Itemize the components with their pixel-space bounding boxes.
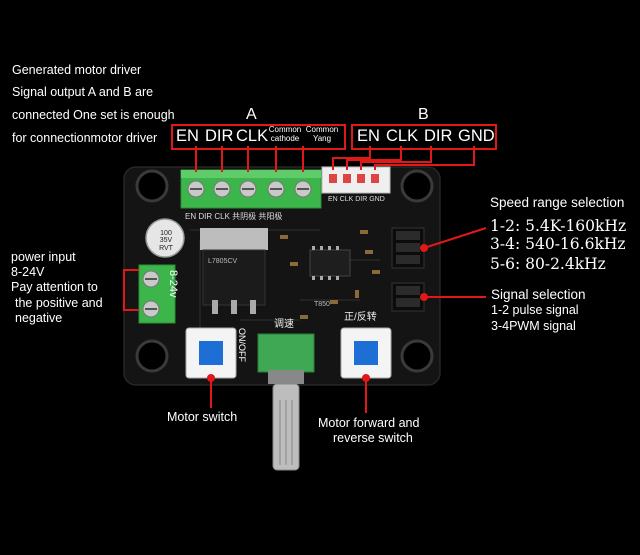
connector-b <box>321 166 391 194</box>
group-a-common-cathode: Common cathode <box>268 125 302 143</box>
fwd-rev-switch-button[interactable] <box>340 327 392 379</box>
group-b-pin-gnd: GND <box>458 127 495 145</box>
silk-b: EN CLK DIR GND <box>328 196 385 203</box>
terminal-block-a <box>180 169 322 209</box>
power-terminal <box>138 264 176 324</box>
group-b-letter: B <box>418 106 429 123</box>
power-line-1: power input <box>11 250 76 264</box>
group-a-letter: A <box>246 106 257 123</box>
signal-option-1: 1-2 pulse signal <box>491 303 579 317</box>
group-a-common-yang: Common Yang <box>305 125 339 143</box>
speed-range-1: 1-2: 5.4K-160kHz <box>490 217 627 235</box>
fwd-rev-silk: 正/反转 <box>344 312 377 323</box>
group-a-box <box>171 124 346 150</box>
group-a-pin-dir: DIR <box>205 127 234 145</box>
speed-range-2: 3-4: 540-16.6kHz <box>490 235 626 253</box>
regulator-label: L7805CV <box>208 258 238 265</box>
signal-jumper-header <box>391 282 425 312</box>
power-line-4: the positive and <box>15 296 103 310</box>
note-line-1: Generated motor driver <box>12 63 142 77</box>
speed-range-3: 5-6: 80-2.4kHz <box>490 255 606 273</box>
fwd-rev-label-1: Motor forward and <box>318 416 420 430</box>
power-line-2: 8-24V <box>11 265 45 279</box>
smd-parts <box>280 230 380 319</box>
voltage-regulator <box>200 228 268 314</box>
group-b-box <box>351 124 497 150</box>
fwd-rev-label-2: reverse switch <box>333 431 413 445</box>
signal-option-2: 3-4PWM signal <box>491 319 576 333</box>
speed-jumper-header <box>391 227 425 269</box>
group-b-pin-dir: DIR <box>424 127 453 145</box>
mount-hole-tl <box>135 169 169 203</box>
ic-chip <box>309 246 351 280</box>
group-a-pin-clk: CLK <box>236 127 269 145</box>
mount-hole-bl <box>135 339 169 373</box>
signal-title: Signal selection <box>491 287 586 302</box>
silk-a: EN DIR CLK 共阴极 共阳极 <box>185 212 283 221</box>
mount-hole-tr <box>400 169 434 203</box>
mount-hole-br <box>400 339 434 373</box>
power-line-3: Pay attention to <box>11 280 98 294</box>
power-line-5: negative <box>15 311 63 325</box>
speed-adj-silk: 调速 <box>274 319 294 330</box>
note-line-3: connected One set is enough <box>12 108 175 122</box>
power-silk: 8-24v <box>167 270 179 298</box>
cap-label: 100 35V RVT <box>159 230 173 252</box>
group-b-pin-clk: CLK <box>386 127 419 145</box>
motor-switch-label: Motor switch <box>167 410 238 424</box>
speed-title: Speed range selection <box>490 195 625 210</box>
ic-label: T850 <box>314 301 330 308</box>
group-a-pin-en: EN <box>176 127 199 145</box>
group-b-pin-en: EN <box>357 127 380 145</box>
motor-switch-button[interactable] <box>185 327 237 379</box>
speed-potentiometer[interactable] <box>257 333 315 471</box>
on-off-silk: ON/OFF <box>237 328 247 362</box>
note-line-2: Signal output A and B are <box>12 85 154 99</box>
callout-lines <box>123 146 487 413</box>
note-line-4: for connectionmotor driver <box>12 131 158 145</box>
capacitor <box>145 218 185 258</box>
